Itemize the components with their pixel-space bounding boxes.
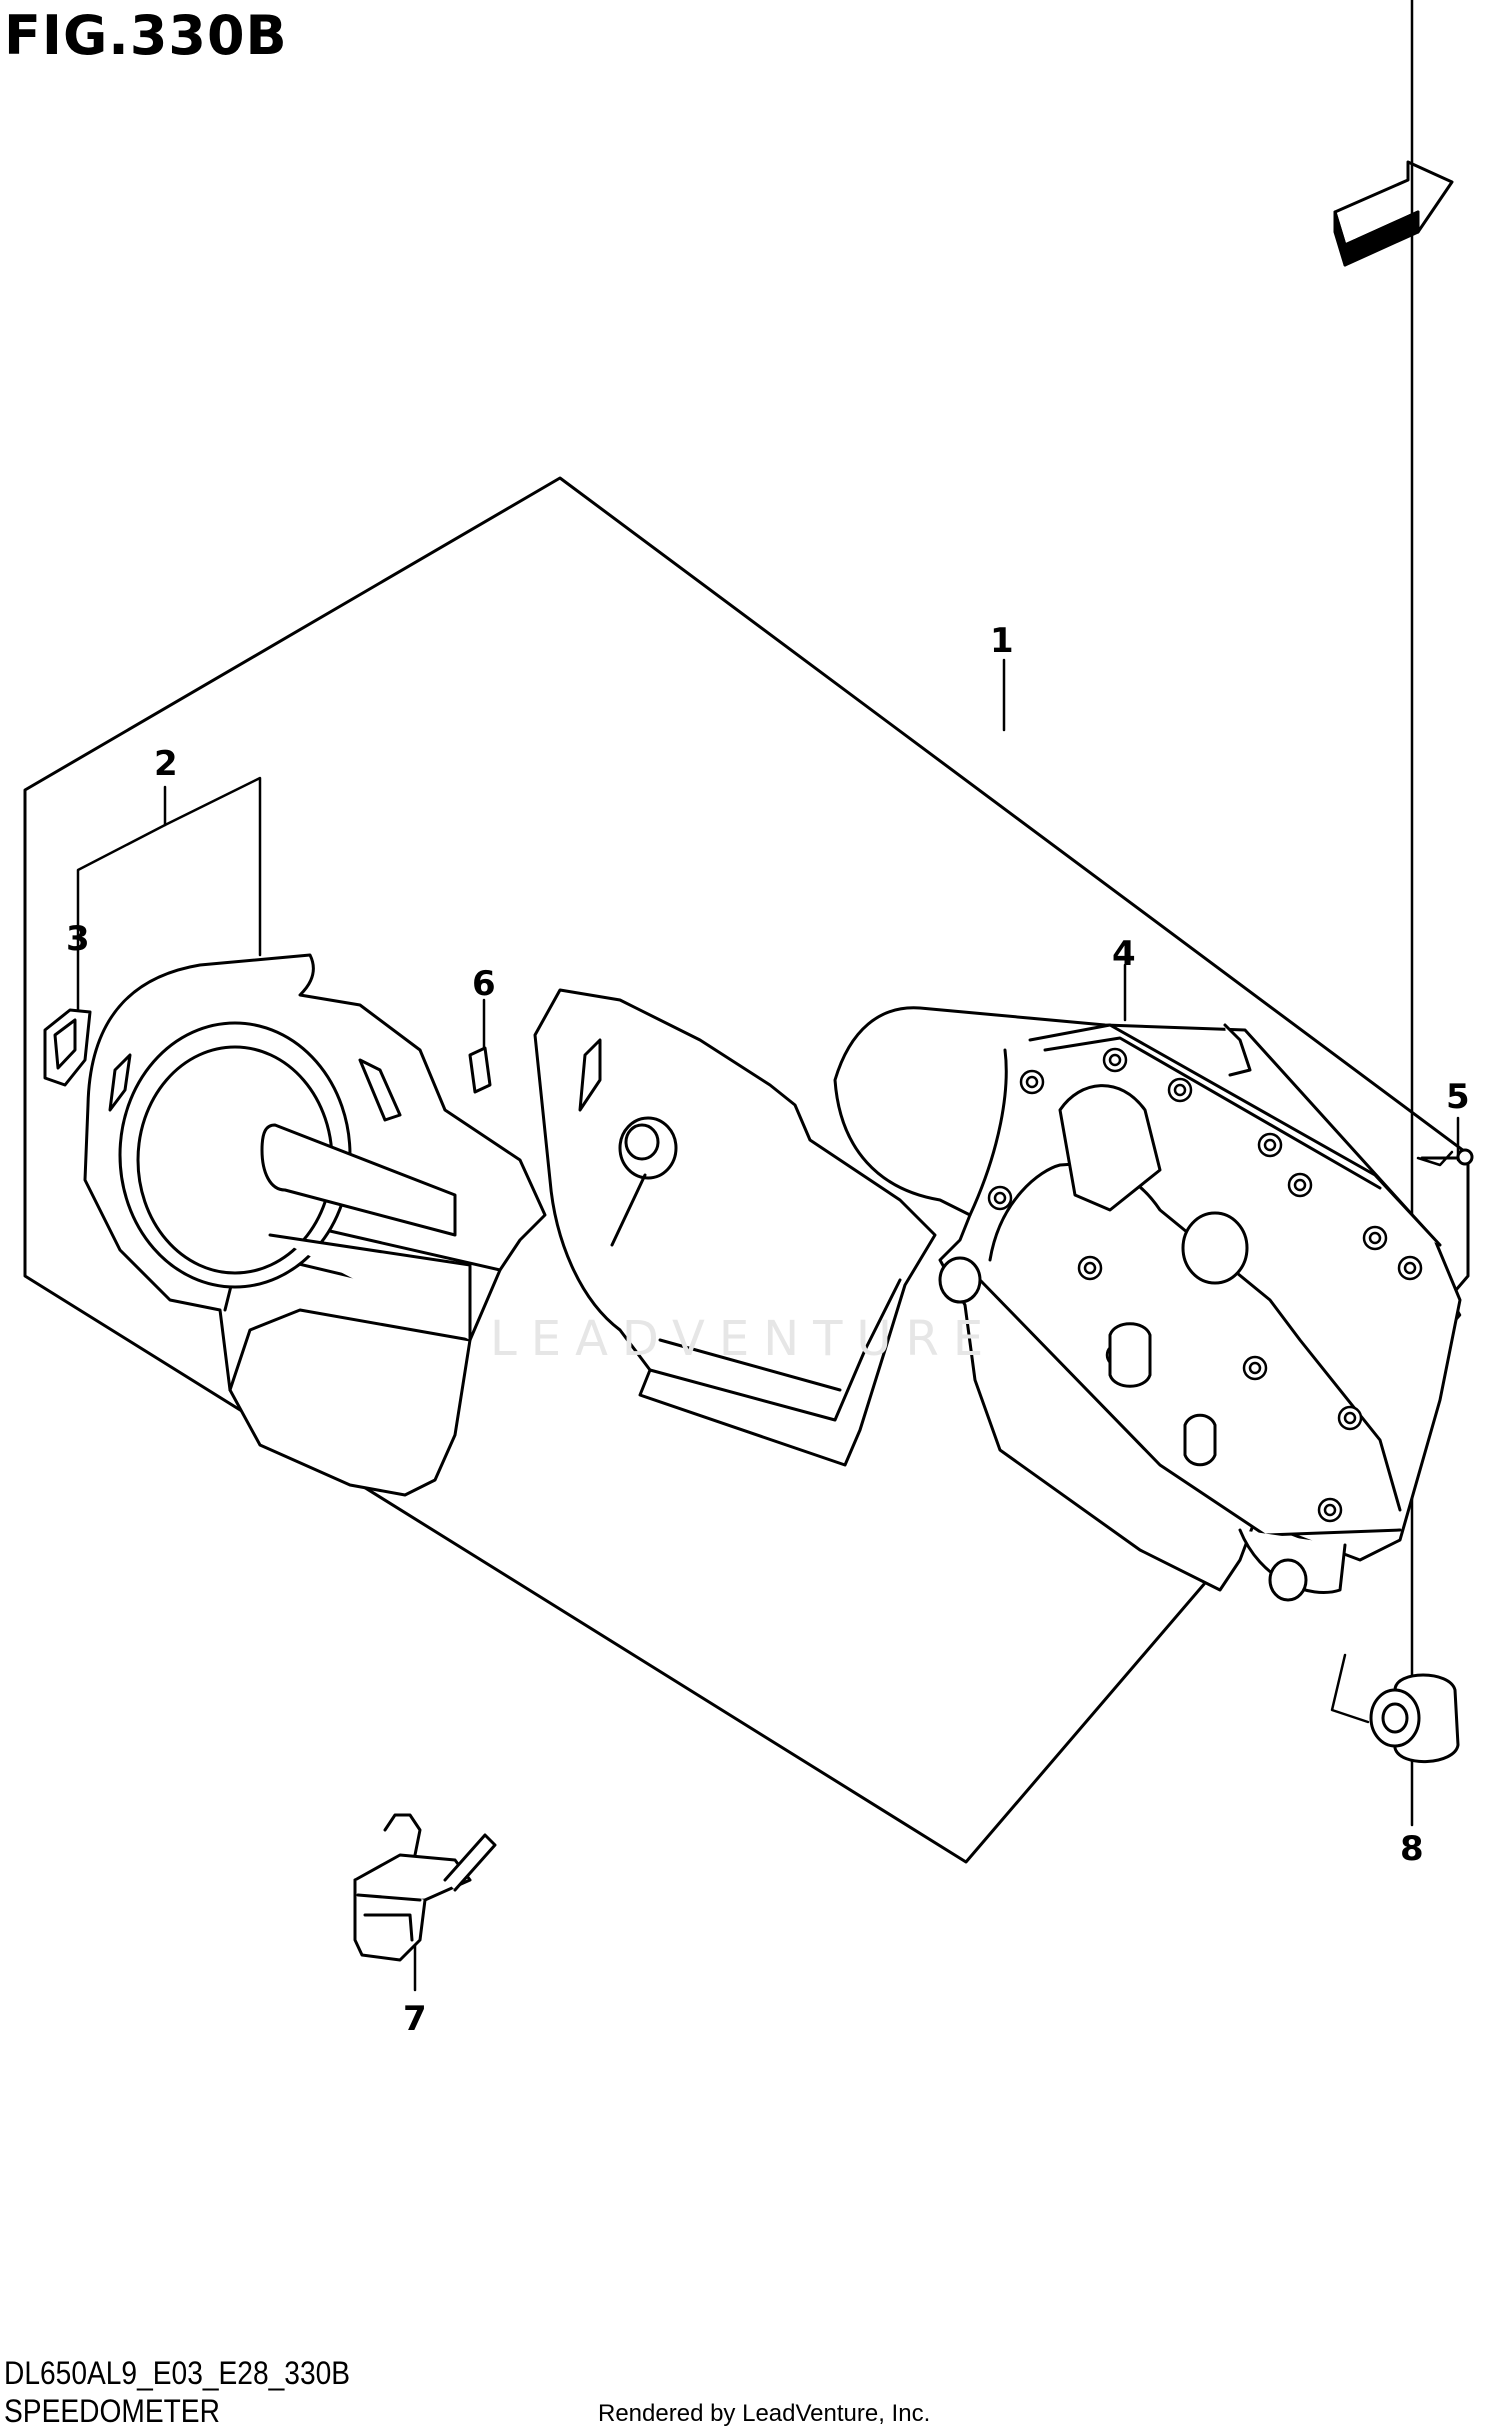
- callout-6: 6: [472, 964, 496, 1004]
- callout-7: 7: [403, 1999, 427, 2039]
- fwd-arrow-icon: [1333, 160, 1454, 267]
- callout-5: 5: [1446, 1077, 1470, 1117]
- pad-part: [468, 1046, 492, 1094]
- callout-numbers: 1 2 3 4 5 6 7 8: [66, 621, 1470, 2039]
- rendered-by-credit: Rendered by LeadVenture, Inc.: [598, 2400, 931, 2427]
- watermark-text: LEADVENTURE: [490, 1311, 997, 1367]
- rear-case: [833, 1006, 1462, 1602]
- callout-3: 3: [66, 919, 90, 959]
- grommet-part: [1369, 1673, 1460, 1763]
- dial-plate: [533, 988, 937, 1467]
- clip-part: [43, 1008, 92, 1087]
- callout-2: 2: [154, 744, 178, 784]
- section-name: SPEEDOMETER: [4, 2393, 220, 2429]
- callout-8: 8: [1400, 1829, 1424, 1869]
- screw-part: [1420, 1148, 1474, 1166]
- model-code: DL650AL9_E03_E28_330B: [4, 2355, 351, 2391]
- callout-4: 4: [1112, 934, 1136, 974]
- figure-title: FIG.330B: [4, 4, 288, 67]
- callout-1: 1: [990, 621, 1014, 661]
- meter-front-case: [83, 953, 547, 1497]
- connector-part: [353, 1813, 497, 1962]
